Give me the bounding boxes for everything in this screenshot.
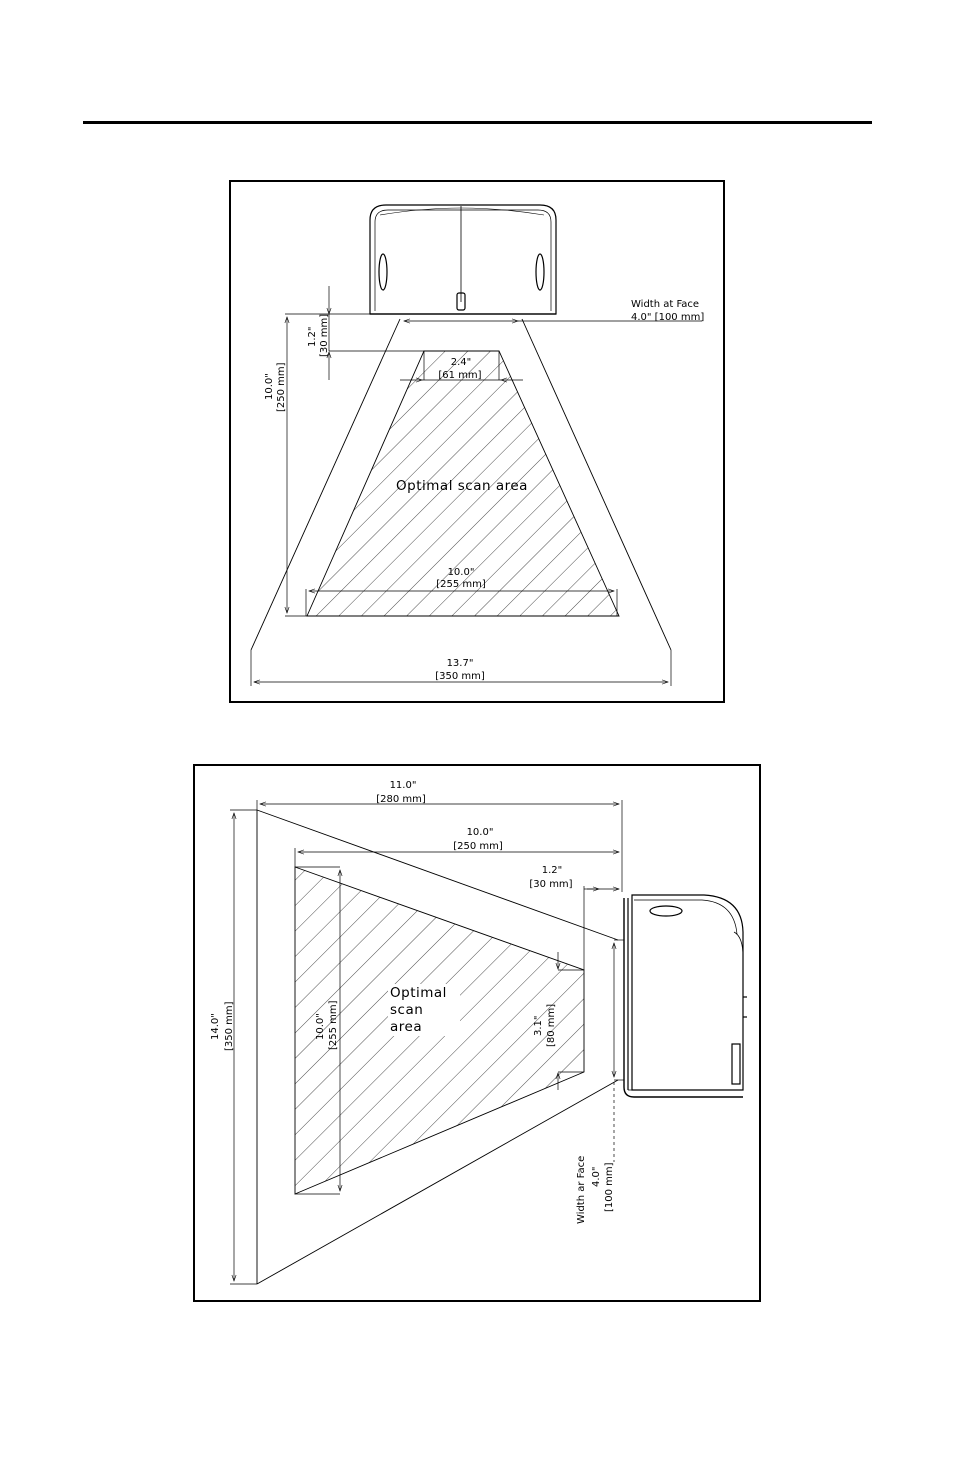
side-width-at-face-title: Width ar Face (576, 1156, 587, 1224)
max-width-mm: [350 mm] (435, 671, 485, 682)
scanner-top-outline (370, 205, 556, 314)
side-width-at-face-inch: 4.0" (591, 1166, 602, 1187)
max-height-inch: 14.0" (210, 1013, 221, 1040)
side-width-at-face-mm: [100 mm] (604, 1162, 615, 1212)
start-distance-dimension (329, 286, 424, 380)
side-area-label-line2: scan (390, 1002, 423, 1018)
near-height-inch: 3.1" (533, 1015, 544, 1036)
depth-total-inch: 10.0" (264, 373, 275, 400)
near-width-mm: [61 mm] (438, 370, 481, 381)
side-view-diagram: 11.0" [280 mm] 10.0" [250 mm] 1.2" [30 m… (195, 766, 763, 1304)
side-area-label-line3: area (390, 1019, 422, 1035)
top-view-diagram: Width at Face 4.0" [100 mm] 1.2" [30 mm]… (231, 182, 727, 705)
start-distance-mm: [30 mm] (319, 314, 330, 357)
near-height-mm: [80 mm] (546, 1004, 557, 1047)
side-view-figure: 11.0" [280 mm] 10.0" [250 mm] 1.2" [30 m… (193, 764, 761, 1302)
width-at-face-title: Width at Face (631, 299, 699, 310)
depth-dimension (285, 314, 329, 616)
far-width-inch: 10.0" (448, 567, 475, 578)
side-start-offset-mm: [30 mm] (529, 879, 572, 890)
side-width-at-face-dimension (614, 940, 624, 1162)
max-width-inch: 13.7" (447, 658, 474, 669)
far-height-inch: 10.0" (315, 1013, 326, 1040)
width-at-face-value: 4.0" [100 mm] (631, 312, 704, 323)
side-area-label-line1: Optimal (390, 985, 447, 1001)
optimal-scan-area-label: Optimal scan area (396, 478, 528, 494)
header-rule (83, 121, 872, 124)
side-start-offset-inch: 1.2" (542, 865, 563, 876)
depth-total-mm: [250 mm] (276, 362, 287, 412)
far-width-mm: [255 mm] (436, 579, 486, 590)
top-view-figure: Width at Face 4.0" [100 mm] 1.2" [30 mm]… (229, 180, 725, 703)
optimal-depth-inch: 10.0" (467, 827, 494, 838)
scanner-side-outline (624, 895, 747, 1097)
optimal-depth-mm: [250 mm] (453, 841, 503, 852)
start-distance-inch: 1.2" (307, 326, 318, 347)
max-height-mm: [350 mm] (224, 1001, 235, 1051)
near-width-inch: 2.4" (451, 357, 472, 368)
total-depth-inch: 11.0" (390, 780, 417, 791)
far-height-mm: [255 mm] (328, 1000, 339, 1050)
total-depth-mm: [280 mm] (376, 794, 426, 805)
